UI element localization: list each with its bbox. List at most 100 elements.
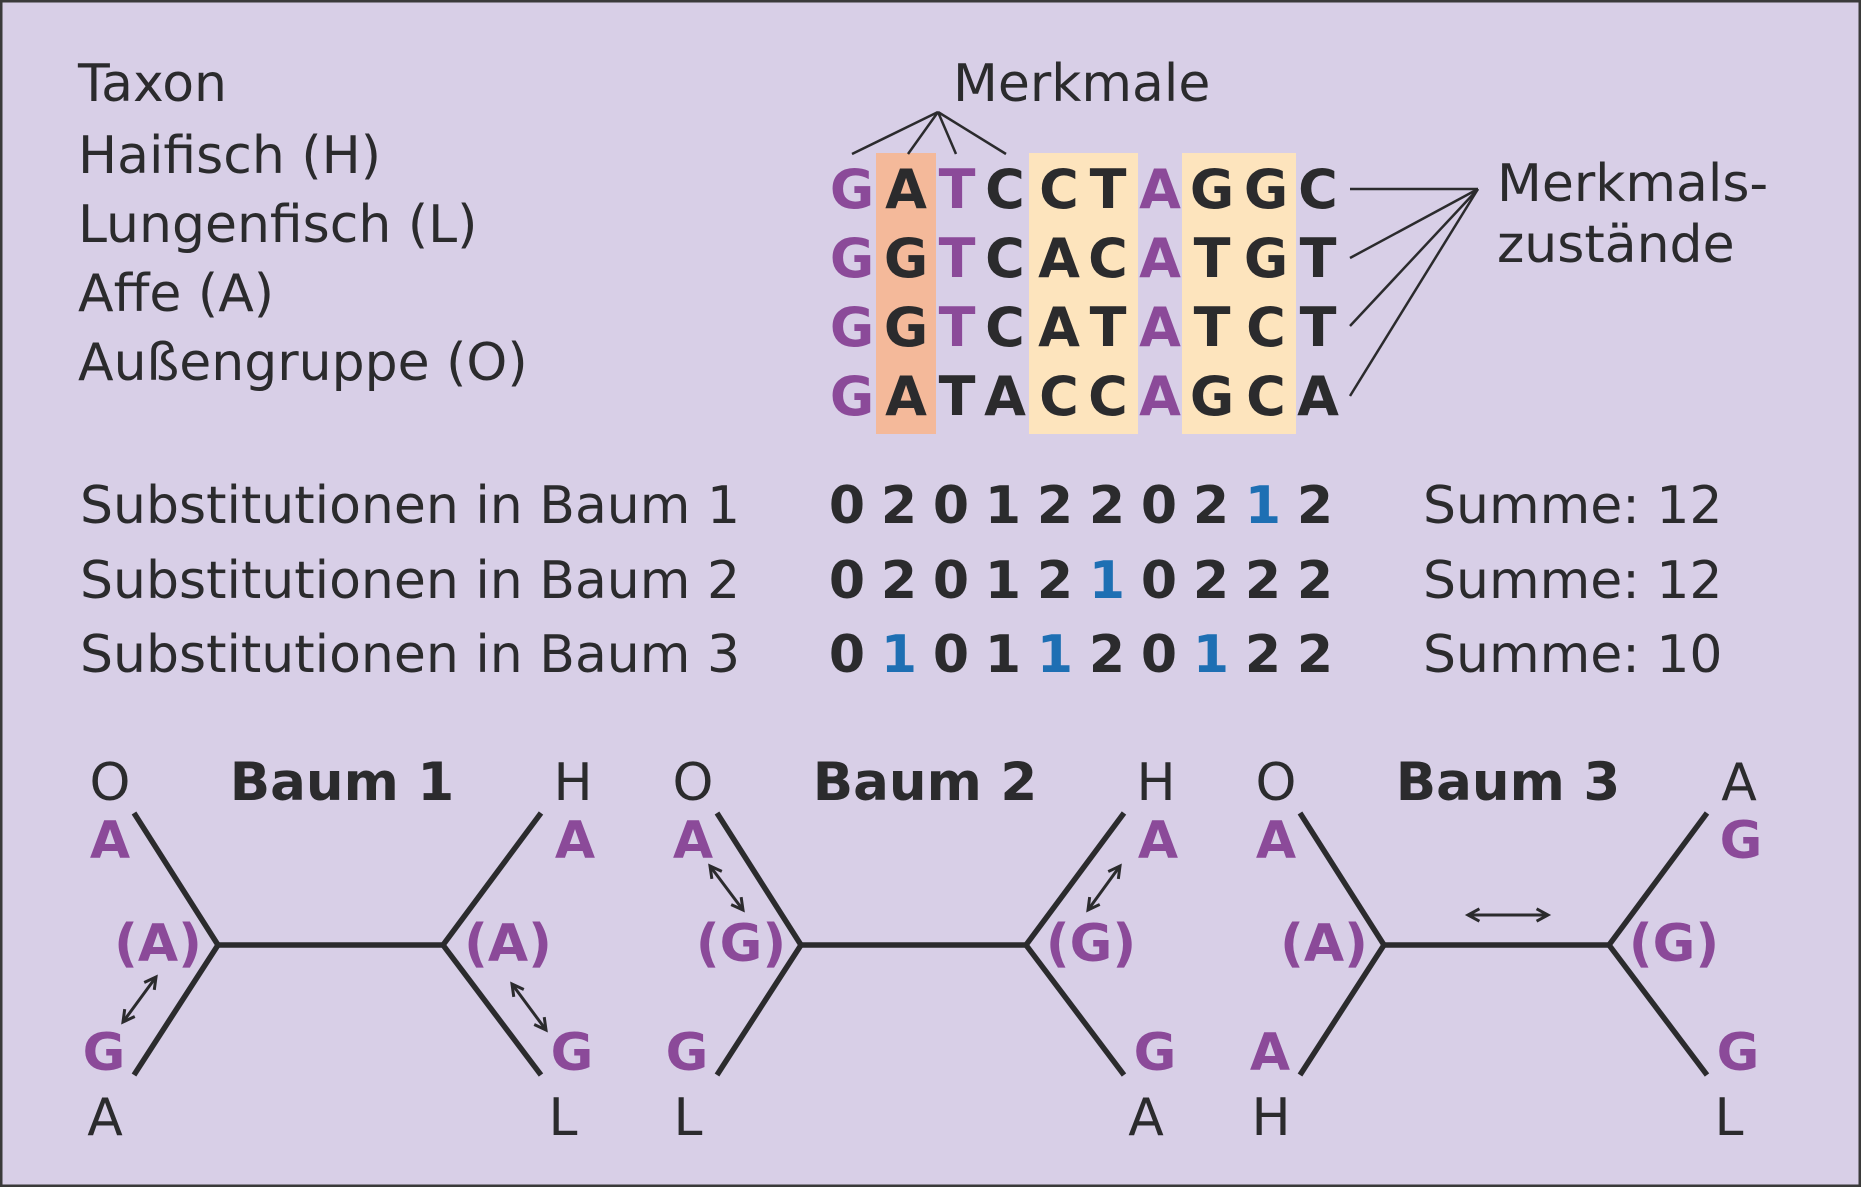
sequence-base: G xyxy=(1244,158,1288,221)
substitution-count: 1 xyxy=(985,625,1021,685)
tree-state-bottom-left: G xyxy=(666,1023,709,1083)
substitution-count: 2 xyxy=(1245,551,1281,611)
tree-taxon-bottom-left: H xyxy=(1251,1088,1290,1148)
substitution-count: 2 xyxy=(1297,551,1333,611)
tree-state-bottom-right: G xyxy=(1717,1023,1760,1083)
sequence-base: C xyxy=(1088,365,1128,428)
taxon-name-lungenfisch: Lungenfisch (L) xyxy=(78,195,477,255)
substitution-count: 0 xyxy=(829,625,865,685)
sequence-base: T xyxy=(1090,296,1127,359)
sequence-base: C xyxy=(1246,296,1286,359)
tree-state-bottom-left: A xyxy=(1250,1023,1290,1083)
sequence-base: T xyxy=(1090,158,1127,221)
tree-title: Baum 2 xyxy=(813,752,1037,813)
merkmale-label: Merkmale xyxy=(953,54,1210,114)
sequence-base: C xyxy=(1088,227,1128,290)
tree-taxon-top-right: H xyxy=(1136,753,1175,813)
merkmalszustaende-pointer-lines xyxy=(1348,187,1480,397)
tree-taxon-top-left: O xyxy=(90,753,131,813)
tree-state-top-left: A xyxy=(1256,811,1296,871)
sequence-base: T xyxy=(939,227,976,290)
tree-title: Baum 3 xyxy=(1396,752,1620,813)
tree-node-left: (A) xyxy=(1280,914,1368,974)
sequence-base: G xyxy=(830,365,874,428)
substitution-sum: Summe: 12 xyxy=(1423,551,1722,611)
substitution-row-label: Substitutionen in Baum 3 xyxy=(80,625,740,685)
sequence-base: A xyxy=(885,365,927,428)
sequence-base: A xyxy=(1038,296,1080,359)
double-arrow xyxy=(510,981,548,1033)
substitution-count: 0 xyxy=(1141,551,1177,611)
sequence-base: A xyxy=(984,365,1026,428)
substitution-count: 2 xyxy=(1037,476,1073,536)
sequence-base: G xyxy=(1190,158,1234,221)
substitution-count: 1 xyxy=(1245,476,1281,536)
substitution-count: 0 xyxy=(933,551,969,611)
sequence-base: C xyxy=(1039,365,1079,428)
sequence-base: C xyxy=(985,227,1025,290)
tree-node-left: (G) xyxy=(696,914,786,974)
sequence-base: G xyxy=(884,296,928,359)
substitution-count: 1 xyxy=(985,551,1021,611)
substitution-count: 2 xyxy=(1193,476,1229,536)
substitution-count: 2 xyxy=(1037,551,1073,611)
tree-state-top-right: A xyxy=(555,811,595,871)
substitution-row-label: Substitutionen in Baum 1 xyxy=(80,476,740,536)
substitution-count: 0 xyxy=(829,551,865,611)
merkmalszustaende-label-line1: Merkmals- xyxy=(1497,154,1768,214)
tree-state-bottom-left: G xyxy=(83,1023,126,1083)
sequence-base: G xyxy=(830,227,874,290)
sequence-base: A xyxy=(885,158,927,221)
tree-taxon-bottom-left: L xyxy=(674,1088,703,1148)
substitution-count: 2 xyxy=(1089,625,1125,685)
tree-taxon-bottom-right: L xyxy=(1715,1088,1744,1148)
double-arrow xyxy=(1086,863,1122,913)
sequence-base: C xyxy=(1039,158,1079,221)
tree-state-bottom-right: G xyxy=(551,1023,594,1083)
substitution-count: 2 xyxy=(1297,625,1333,685)
substitution-count: 2 xyxy=(881,476,917,536)
double-arrow xyxy=(121,974,158,1025)
sequence-base: G xyxy=(884,227,928,290)
tree-title: Baum 1 xyxy=(230,752,454,813)
tree-state-top-right: G xyxy=(1720,811,1763,871)
tree-taxon-bottom-right: A xyxy=(1128,1088,1164,1148)
substitution-count: 1 xyxy=(1037,625,1073,685)
tree-taxon-top-left: O xyxy=(673,753,714,813)
sequence-base: A xyxy=(1139,158,1181,221)
tree-state-top-left: A xyxy=(90,811,130,871)
sequence-base: C xyxy=(1298,158,1338,221)
sequence-base: C xyxy=(985,158,1025,221)
taxon-name-haifisch: Haifisch (H) xyxy=(78,126,381,186)
sequence-base: T xyxy=(939,365,976,428)
substitution-count: 2 xyxy=(1089,476,1125,536)
substitution-count: 2 xyxy=(1245,625,1281,685)
tree-branches xyxy=(714,811,1127,1077)
substitution-sum: Summe: 12 xyxy=(1423,476,1722,536)
sequence-base: G xyxy=(830,296,874,359)
merkmale-pointer-lines xyxy=(851,110,1007,156)
tree-taxon-top-right: A xyxy=(1721,753,1757,813)
tree-taxon-top-left: O xyxy=(1256,753,1297,813)
sequence-base: A xyxy=(1139,296,1181,359)
sequence-base: T xyxy=(1194,227,1231,290)
sequence-base: T xyxy=(1194,296,1231,359)
substitution-count: 0 xyxy=(829,476,865,536)
sequence-base: A xyxy=(1139,365,1181,428)
double-arrow xyxy=(1464,907,1552,923)
substitution-count: 2 xyxy=(1297,476,1333,536)
sequence-base: T xyxy=(1300,227,1337,290)
taxon-name-affe: Affe (A) xyxy=(78,264,274,324)
tree-branches xyxy=(1297,811,1710,1077)
sequence-base: A xyxy=(1139,227,1181,290)
tree-branches xyxy=(131,811,544,1077)
highlight-column-band xyxy=(1182,153,1296,434)
substitution-count: 1 xyxy=(1193,625,1229,685)
sequence-base: G xyxy=(830,158,874,221)
tree-state-top-right: A xyxy=(1138,811,1178,871)
